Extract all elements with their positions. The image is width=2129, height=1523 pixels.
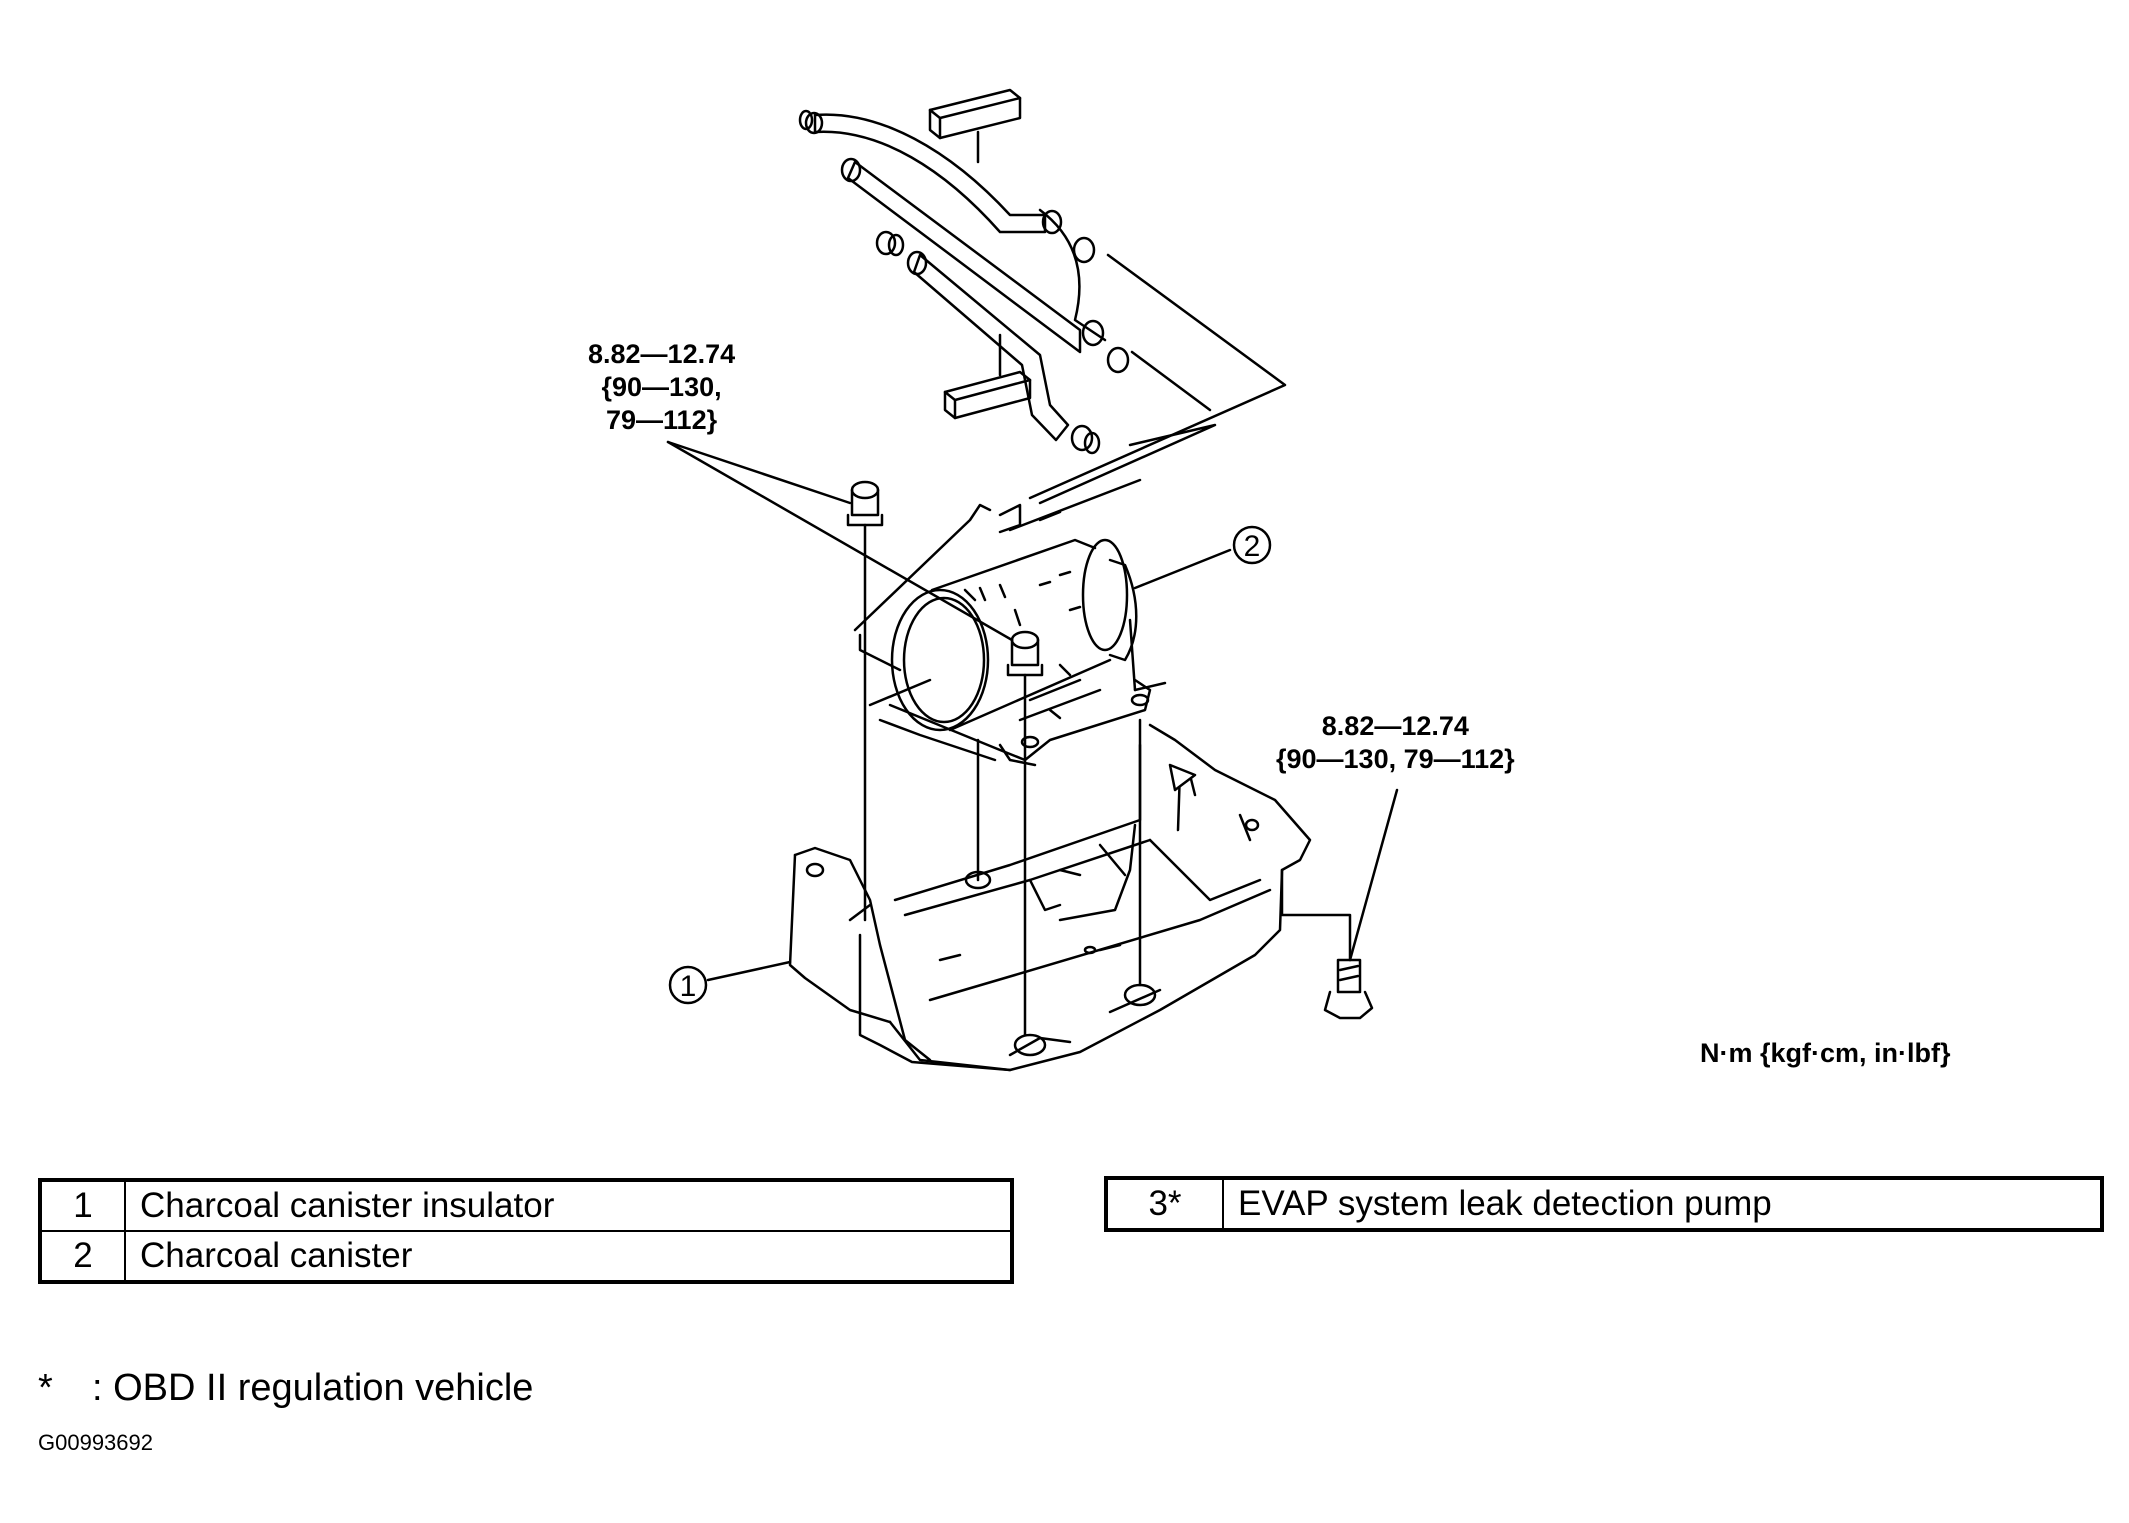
canister-bracket: [853, 503, 1167, 767]
legend-part-number: 1: [39, 1179, 126, 1232]
legend-part-name: Charcoal canister: [124, 1230, 1013, 1283]
hose-routing-lines: [998, 253, 1287, 534]
charcoal-canister: [890, 538, 1138, 732]
torque-spec-canister-nuts: 8.82—12.74 {90—130, 79—112}: [588, 338, 735, 437]
footnote-symbol: *: [38, 1367, 53, 1409]
torque-value-inlbf: 79—112}: [606, 405, 718, 435]
torque-spec-pump-bolt: 8.82—12.74 {90—130, 79—112}: [1276, 710, 1515, 776]
parts-legend-table-left: 1 Charcoal canister insulator 2 Charcoal…: [38, 1178, 1014, 1284]
figure-code: G00993692: [38, 1430, 153, 1455]
legend-part-number: 2: [39, 1230, 126, 1283]
torque-value: 8.82—12.74: [588, 339, 736, 369]
footnote-text: : OBD II regulation vehicle: [92, 1367, 534, 1409]
legend-part-name: Charcoal canister insulator: [124, 1179, 1013, 1232]
canister-insulator: [788, 723, 1312, 1072]
torque-value-alt-units: {90—130, 79—112}: [1276, 744, 1515, 774]
legend-row: 2 Charcoal canister: [39, 1230, 1013, 1283]
lower-mount-block: [943, 333, 1032, 420]
svg-text:1: 1: [680, 970, 697, 1003]
svg-text:2: 2: [1244, 530, 1261, 563]
legend-row: 3* EVAP system leak detection pump: [1105, 1177, 2103, 1231]
legend-row: 1 Charcoal canister insulator: [39, 1179, 1013, 1232]
torque-units-label: N·m {kgf·cm, in·lbf}: [1700, 1038, 1951, 1068]
leak-detection-pump-bolt: [1280, 868, 1374, 1020]
legend-part-number: 3*: [1105, 1177, 1224, 1231]
callout-2: 2: [1133, 525, 1272, 590]
upper-mount-block: [928, 88, 1022, 164]
footnote: * : OBD II regulation vehicle: [38, 1367, 533, 1410]
parts-legend-table-right: 3* EVAP system leak detection pump: [1104, 1176, 2104, 1232]
torque-value: 8.82—12.74: [1321, 711, 1469, 741]
torque-value-kgf: {90—130,: [601, 372, 722, 402]
callout-1: 1: [668, 960, 792, 1005]
legend-part-name: EVAP system leak detection pump: [1222, 1177, 2103, 1231]
vapor-hoses: [798, 109, 1130, 455]
torque-leader-lines: [666, 440, 1399, 962]
